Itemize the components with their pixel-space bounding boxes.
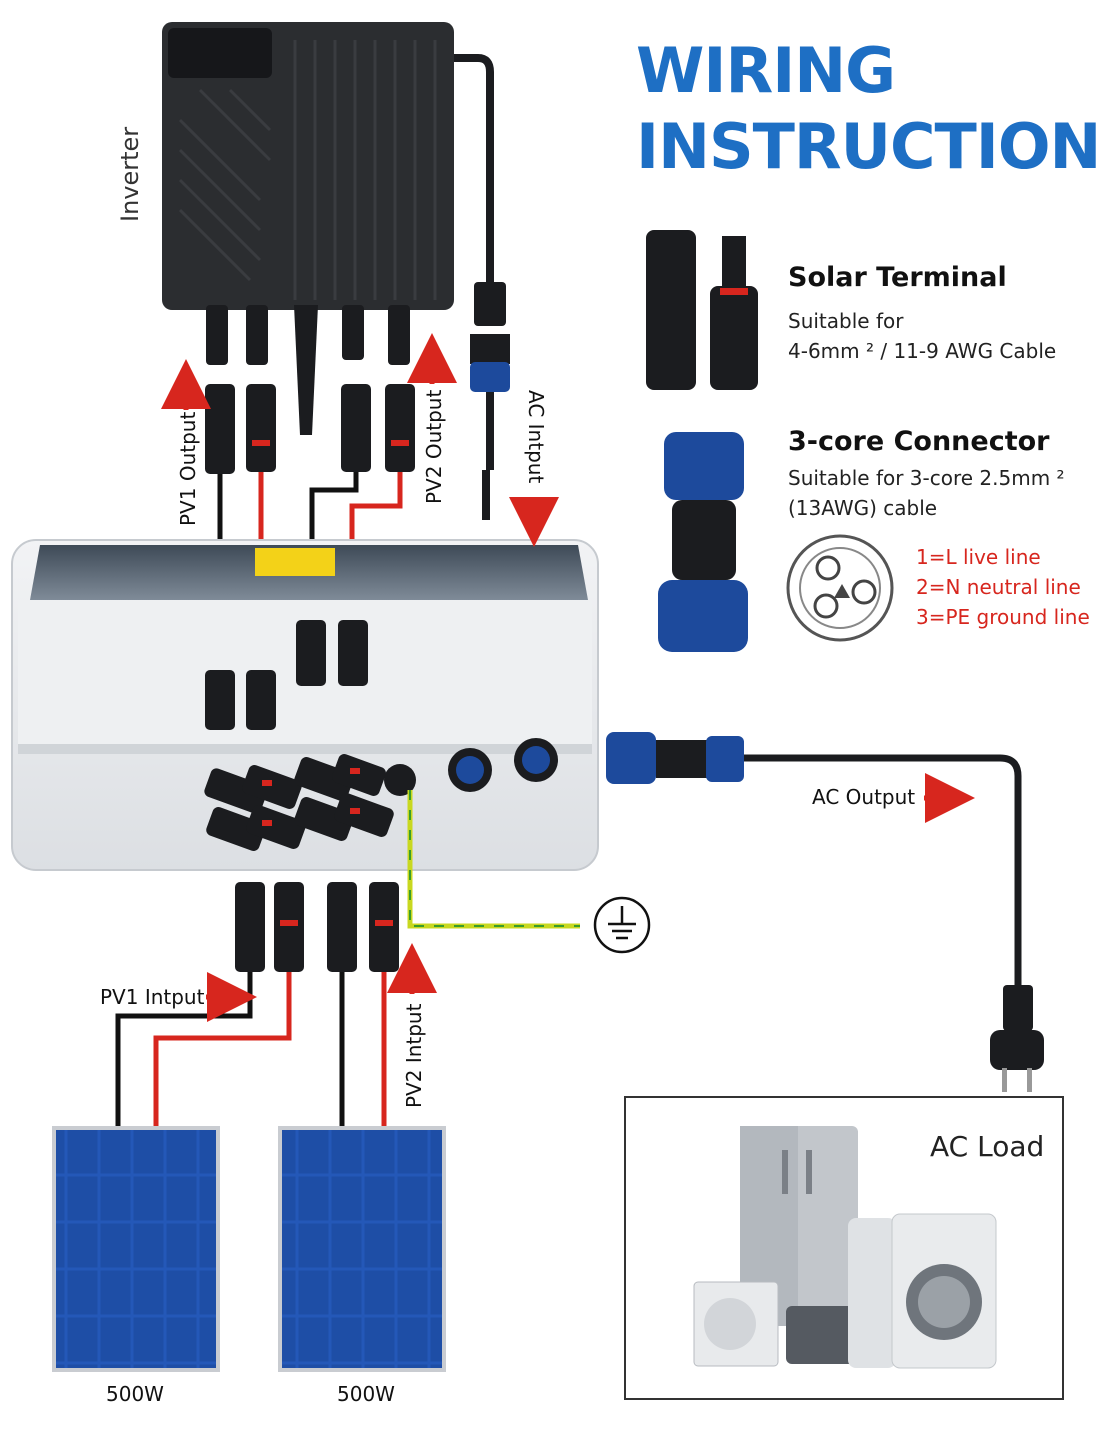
solar-terminal-line-1: Suitable for [788,309,904,333]
connector-heading: 3-core Connector [788,426,1050,457]
ac-load-frame [624,1096,1064,1400]
solar-terminal-icon [646,230,758,390]
panel-2-power: 500W [337,1382,395,1406]
ac-output-cable [606,732,1044,1092]
solar-panel-2 [278,1126,446,1372]
ac-input-label: AC Intput [524,390,548,484]
connector-line-1: Suitable for 3-core 2.5mm ² [788,466,1065,490]
pin-label-1: 1=L live line [916,545,1041,569]
pin-diagram-icon [786,534,894,642]
solar-terminal-heading: Solar Terminal [788,262,1007,293]
three-core-connector-icon [658,432,748,652]
inverter [162,22,454,435]
solar-panel-1 [52,1126,220,1372]
inverter-label: Inverter [116,126,144,222]
pin-label-2: 2=N neutral line [916,575,1081,599]
title-line-1: WIRING [636,34,896,107]
solar-terminal-line-2: 4-6mm ² / 11-9 AWG Cable [788,339,1057,363]
box-input-plugs [205,620,368,730]
combiner-box [11,539,599,871]
pv1-input-label: PV1 Intput [100,985,205,1009]
ac-load-label: AC Load [930,1130,1045,1163]
pin-label-3: 3=PE ground line [916,605,1090,629]
direction-arrows [161,333,975,1022]
panel-1-power: 500W [106,1382,164,1406]
ground-wire [407,790,580,929]
appliances-illustration [693,1126,997,1369]
pv2-input-label: PV2 Intput [402,1003,426,1108]
pv1-output-label: PV1 Output [176,411,200,526]
ground-icon [593,896,651,954]
pv-input-connectors [235,882,399,972]
title-line-2: INSTRUCTIONS [636,110,1100,183]
connector-line-2: (13AWG) cable [788,496,938,520]
ac-output-label: AC Output [812,785,916,809]
pv-output-connectors [205,384,415,474]
pv2-output-label: PV2 Output [422,389,446,504]
